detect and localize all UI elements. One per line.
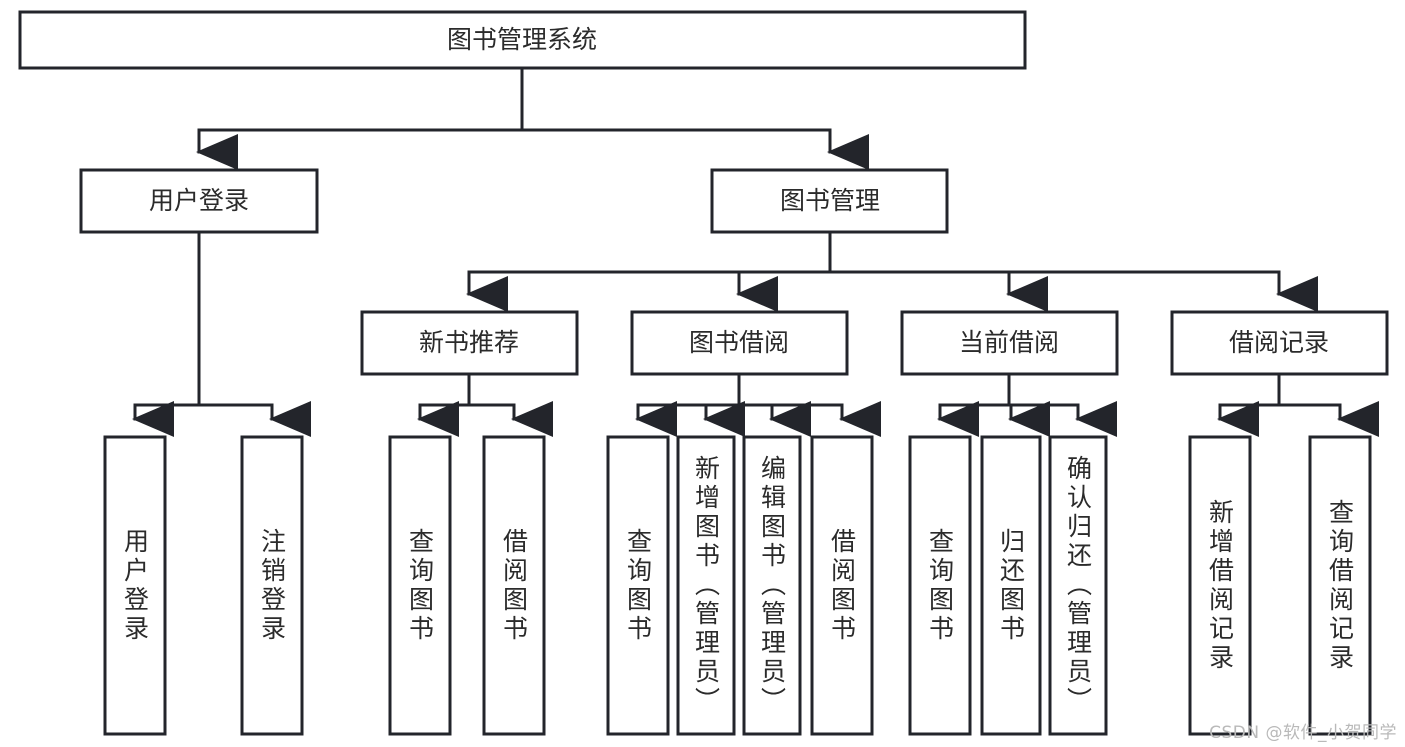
leaf-rect-confirm-return-admin[interactable] [1048, 435, 1108, 736]
connector-bookmanage-to-level3 [466, 230, 1318, 312]
node-book-borrow-label: 图书借阅 [689, 328, 789, 357]
node-borrow-record[interactable]: 借阅记录 [1170, 310, 1389, 376]
connector-currentborrow-to-leaves [937, 372, 1117, 437]
leaf-rect-edit-book-admin[interactable] [742, 435, 802, 736]
csdn-watermark: CSDN @软件_小贺同学 [1209, 723, 1397, 743]
node-book-borrow[interactable]: 图书借阅 [630, 310, 849, 376]
node-user-login-label: 用户登录 [149, 186, 249, 215]
connector-newbook-to-leaves [417, 372, 553, 437]
connector-borrowrecord-to-leaves [1217, 372, 1379, 437]
leaf-rect-query-book-3[interactable] [908, 435, 972, 736]
node-current-borrow-label: 当前借阅 [959, 328, 1059, 357]
leaf-rect-borrow-book-1[interactable] [482, 435, 546, 736]
leaf-rect-add-borrow-record[interactable] [1188, 435, 1252, 736]
leaf-rect-query-book-1[interactable] [388, 435, 452, 736]
leaf-rect-return-book[interactable] [980, 435, 1042, 736]
node-borrow-record-label: 借阅记录 [1229, 328, 1329, 357]
connector-userlogin-to-leaves [132, 230, 311, 437]
node-user-login[interactable]: 用户登录 [79, 168, 319, 234]
leaf-rect-user-login[interactable] [103, 435, 167, 736]
leaf-rect-user-logout[interactable] [240, 435, 304, 736]
node-new-book-recommend-label: 新书推荐 [419, 328, 519, 357]
connector-root-to-level2 [196, 66, 869, 170]
leaf-rect-borrow-book-2[interactable] [810, 435, 874, 736]
node-book-manage-label: 图书管理 [780, 186, 880, 215]
leaf-rect-add-book-admin[interactable] [676, 435, 736, 736]
node-new-book-recommend[interactable]: 新书推荐 [360, 310, 579, 376]
node-book-manage[interactable]: 图书管理 [710, 168, 949, 234]
connector-bookborrow-to-leaves [635, 372, 881, 437]
node-current-borrow[interactable]: 当前借阅 [900, 310, 1119, 376]
node-root[interactable]: 图书管理系统 [18, 10, 1027, 70]
leaf-rect-query-borrow-record[interactable] [1308, 435, 1372, 736]
leaf-rect-query-book-2[interactable] [606, 435, 670, 736]
node-root-label: 图书管理系统 [447, 25, 597, 54]
leaf-node-rects [103, 435, 1372, 736]
